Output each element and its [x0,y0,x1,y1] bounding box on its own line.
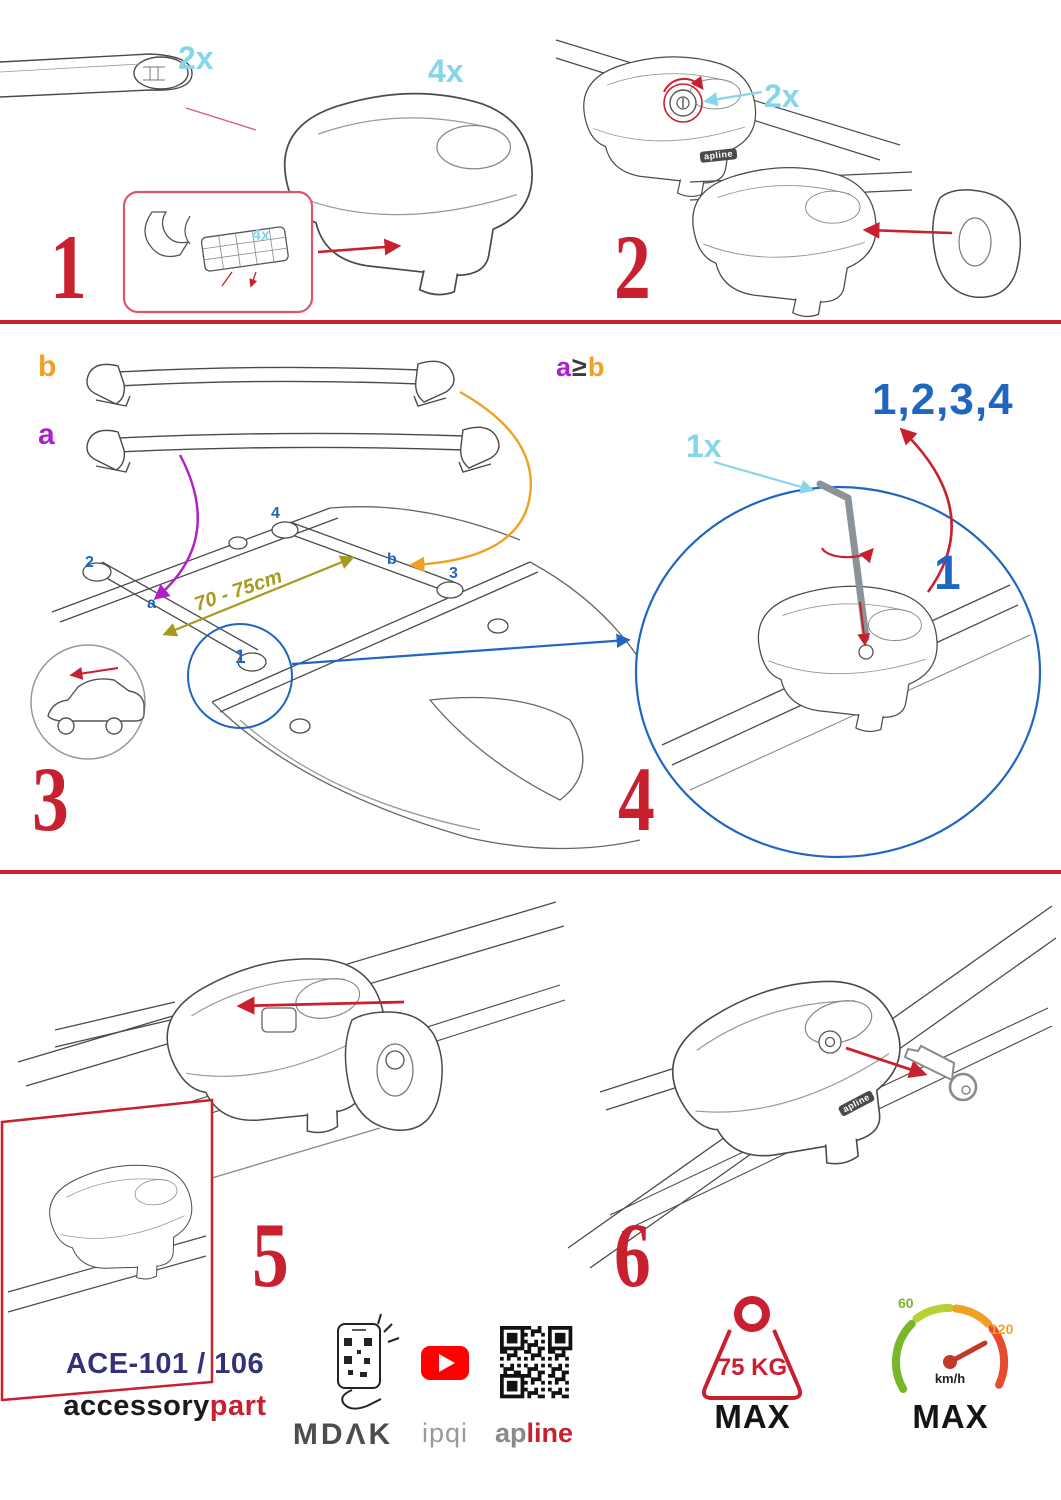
step1-insert-arrow [317,238,402,256]
weight-icon [701,1296,803,1400]
position-1-highlight-circle [187,623,293,729]
rotation-arrow [820,547,874,564]
distance-measure-arrow [162,555,355,637]
allen-key-illustration [816,480,852,502]
qr-code-icon [500,1326,573,1399]
step2-lock-qty-arrow [703,90,763,107]
condition-operator: ≥ [572,352,588,382]
step6-number: 6 [614,1204,651,1306]
step4-detail-illustration [634,480,1042,859]
step2-cover-arrow [862,222,953,239]
end-cover-piece [932,189,1022,299]
brand-logo: accessorypart [58,1392,272,1421]
step4-tool-qty: 1x [686,428,722,464]
bar-b-position-arrow [408,390,533,573]
step3-car-inset [30,644,146,760]
step1-foot-illustration [283,92,533,296]
roof-position-3: 3 [449,565,458,582]
roof-bar-b-label: b [387,551,397,568]
condition-b: b [587,352,606,382]
gauge-60-label: 60 [898,1295,914,1311]
clamp-bolt [858,644,874,660]
roof-bar-a-label: a [147,595,156,612]
step3-condition: a≥b [556,354,605,381]
step6-illustration [567,905,1057,1269]
youtube-icon [421,1346,469,1380]
step6-key-arrow [845,1046,928,1079]
step5-slide-arrow [236,996,405,1015]
step1-inset [122,190,314,314]
step1-bar-qty: 2x [178,40,214,76]
weight-max-label: MAX [714,1398,791,1435]
step3-bar-a-illustration [86,426,500,473]
step1-bar-pointer-line [185,107,257,131]
speed-max-label: MAX [912,1398,989,1435]
gauge-120-label: 120 [990,1321,1014,1337]
bar-a-position-arrow [153,454,199,601]
step1-number: 1 [50,216,87,318]
section-divider-2 [0,870,1061,874]
apline-red-part: line [526,1418,574,1448]
step1-foot-qty: 4x [428,53,464,89]
cover-piece [344,1011,443,1131]
step3-number: 3 [32,748,69,850]
weight-limit: 75 KG [717,1354,788,1381]
tool-qty-arrow [713,460,815,494]
mdak-logo: MDΛK [292,1418,394,1451]
step5-inset [0,1098,214,1402]
apline-gray-part: ap [494,1418,527,1448]
step3-bar-b-label: b [38,350,57,383]
key-illustration [903,1044,978,1102]
step4-tighten-order: 1,2,3,4 [872,375,1014,424]
brand-part: part [209,1390,267,1422]
step1-bar-illustration [0,53,193,98]
tighten-order-arrow [899,427,953,593]
section-divider-1 [0,320,1061,324]
product-code: ACE-101 / 106 [65,1348,265,1380]
step5-number: 5 [252,1204,289,1306]
step4-first-position: 1 [934,547,961,600]
ipqi-logo: ipqi [421,1418,469,1448]
step3-bar-a-label: a [38,418,55,451]
detail-view-arrow [291,633,631,666]
rubber-pad-detail [200,226,289,272]
roof-position-4: 4 [271,505,280,522]
step1-pad-qty: 4x [252,227,270,244]
roof-position-2: 2 [85,554,94,571]
step5-illustration [17,901,566,1236]
step2-number: 2 [614,216,651,318]
roof-position-1: 1 [235,647,246,668]
speedometer-icon [891,1304,1009,1393]
brand-accessory: accessory [63,1390,210,1422]
step2-assembly-illustration [689,166,1022,318]
step2-top-illustration [555,39,901,198]
apline-logo: apline [484,1420,584,1447]
step3-bar-b-illustration [86,360,455,407]
phone-qr-icon [337,1313,400,1410]
step4-number: 4 [618,748,655,850]
lock-cylinder [818,1030,842,1054]
step2-lock-qty: 2x [764,78,800,114]
gauge-unit-label: km/h [934,1371,966,1386]
condition-a: a [556,352,573,382]
